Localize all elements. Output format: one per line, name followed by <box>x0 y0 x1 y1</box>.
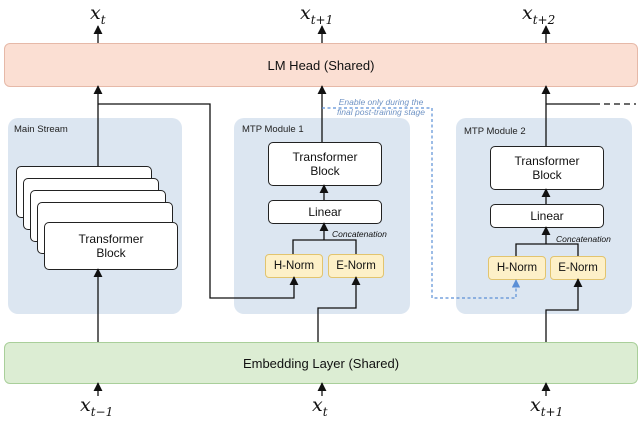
input-token-3: xt+1 <box>530 394 563 419</box>
output-token-3-base: x <box>522 2 533 24</box>
dashed-arrow-mtp1-to-mtp2-hnorm <box>322 107 521 299</box>
input-token-1-sub: t−1 <box>90 404 114 419</box>
input-token-2: xt <box>312 394 328 419</box>
mtp1-concat-label: Concatenation <box>332 229 387 239</box>
output-token-3: xt+2 <box>522 2 555 27</box>
embedding-layer-label: Embedding Layer (Shared) <box>242 355 400 371</box>
arrow-embed-to-mtp2-enorm <box>545 278 583 342</box>
mtp1-transformer-line1: Transformer <box>292 150 358 164</box>
mtp1-concat-join <box>292 239 357 254</box>
output-token-1: xt <box>90 2 106 27</box>
mtp1-transformer-block: Transformer Block <box>268 142 382 186</box>
mtp2-concat-join <box>515 243 579 256</box>
mtp1-h-norm-label: H-Norm <box>273 260 315 272</box>
input-token-1: xt−1 <box>80 394 113 419</box>
lm-head-label: LM Head (Shared) <box>267 57 375 73</box>
output-token-1-sub: t <box>100 12 106 27</box>
mtp1-e-norm: E-Norm <box>328 254 384 278</box>
post-training-note-line1: Enable only during the <box>338 97 424 107</box>
mtp2-linear-block: Linear <box>490 204 604 228</box>
output-token-1-base: x <box>90 2 101 24</box>
input-token-3-base: x <box>530 394 541 416</box>
arrow-embed-to-mtp1-enorm <box>317 276 361 342</box>
output-token-2: xt+1 <box>300 2 333 27</box>
mtp-module-1-title: MTP Module 1 <box>242 124 304 135</box>
mtp2-h-norm-label: H-Norm <box>496 262 538 274</box>
mtp2-e-norm: E-Norm <box>550 256 606 280</box>
main-stream-title: Main Stream <box>14 124 68 135</box>
output-token-2-sub: t+1 <box>310 12 334 27</box>
mtp2-linear-label: Linear <box>530 209 564 223</box>
main-transformer-line1: Transformer <box>78 232 144 246</box>
mtp2-transformer-line2: Block <box>532 168 562 182</box>
input-token-2-base: x <box>312 394 323 416</box>
output-token-3-sub: t+2 <box>532 12 556 27</box>
mtp2-transformer-line1: Transformer <box>514 154 580 168</box>
mtp2-concat-label: Concatenation <box>556 234 611 244</box>
post-training-note: Enable only during the final post-traini… <box>322 97 440 117</box>
mtp1-transformer-line2: Block <box>310 164 340 178</box>
mtp2-e-norm-label: E-Norm <box>558 262 598 274</box>
input-token-3-sub: t+1 <box>540 404 564 419</box>
main-transformer-block: Transformer Block <box>44 222 178 270</box>
input-token-2-sub: t <box>322 404 328 419</box>
embedding-layer-bar: Embedding Layer (Shared) <box>4 342 638 384</box>
main-transformer-line2: Block <box>96 246 126 260</box>
mtp1-linear-label: Linear <box>308 205 342 219</box>
arrow-main-to-mtp1-hnorm <box>98 103 299 299</box>
post-training-note-line2: final post-training stage <box>337 107 425 117</box>
output-token-2-base: x <box>300 2 311 24</box>
mtp-module-2-title: MTP Module 2 <box>464 126 526 137</box>
input-token-1-base: x <box>80 394 91 416</box>
mtp1-e-norm-label: E-Norm <box>336 260 376 272</box>
mtp1-linear-block: Linear <box>268 200 382 224</box>
